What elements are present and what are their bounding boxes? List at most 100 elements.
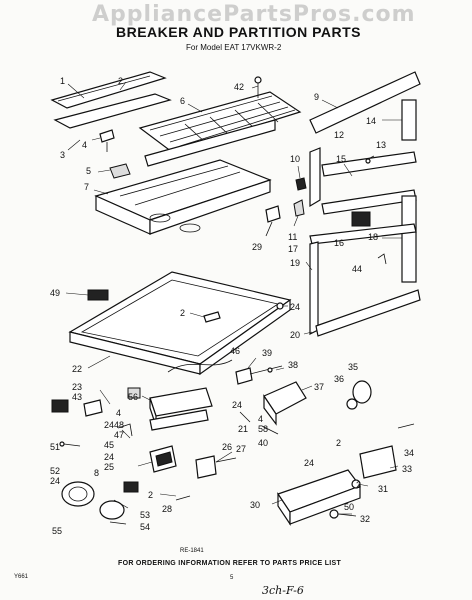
part-46-wire[interactable]	[167, 359, 233, 373]
callout-42: 42	[234, 82, 244, 92]
callout-8: 8	[94, 468, 99, 478]
part-52-dial-ring[interactable]	[61, 481, 95, 507]
callout-49: 49	[50, 288, 60, 298]
part-16-thermostat[interactable]	[351, 211, 371, 227]
part-18-right-frame[interactable]	[401, 195, 417, 283]
part-5-block[interactable]	[109, 163, 131, 179]
part-2-screw-shelf[interactable]	[203, 311, 221, 323]
part-13-screw[interactable]	[365, 155, 375, 164]
callout-43: 43	[72, 392, 82, 402]
part-1-breaker-strip[interactable]	[50, 71, 172, 129]
part-53-knob[interactable]	[99, 500, 125, 520]
callout-14: 14	[366, 116, 376, 126]
callout-34: 34	[404, 448, 414, 458]
callout-48: 48	[114, 420, 124, 430]
part-44-screw[interactable]	[377, 253, 387, 265]
part-47-tray[interactable]	[149, 409, 209, 431]
part-21-screw[interactable]	[239, 411, 251, 423]
part-3-4-clip[interactable]	[99, 129, 115, 152]
callout-54: 54	[140, 522, 150, 532]
callout-46: 46	[230, 346, 240, 356]
callout-10: 10	[290, 154, 300, 164]
callout-38: 38	[288, 360, 298, 370]
part-34-screw[interactable]	[397, 423, 415, 429]
part-11-bracket[interactable]	[293, 199, 305, 217]
callout-21: 21	[238, 424, 248, 434]
part-43-bracket[interactable]	[83, 399, 103, 417]
callout-44: 44	[352, 264, 362, 274]
part-12-left-rail[interactable]	[309, 147, 321, 208]
callout-23: 23	[72, 382, 82, 392]
callout-20: 20	[290, 330, 300, 340]
part-19-lower-frame[interactable]	[309, 223, 421, 337]
callout-29: 29	[252, 242, 262, 252]
part-8-knob-insert[interactable]	[123, 481, 139, 493]
part-33-cover[interactable]	[359, 445, 397, 479]
callout-58: 58	[258, 424, 268, 434]
callout-11: 11	[288, 232, 297, 242]
page-title: BREAKER AND PARTITION PARTS	[116, 24, 362, 40]
part-31-knob[interactable]	[351, 479, 361, 489]
part-9-top-frame[interactable]	[309, 71, 421, 134]
callout-47: 47	[114, 430, 124, 440]
callout-37: 37	[314, 382, 324, 392]
part-26-switch[interactable]	[195, 455, 217, 479]
callout-51: 51	[50, 442, 60, 452]
part-6-partition-grille[interactable]	[138, 91, 302, 167]
callout-15: 15	[336, 154, 346, 164]
part-35-bulb[interactable]	[352, 380, 372, 404]
leader-lines	[65, 81, 402, 515]
part-42-screw[interactable]	[254, 76, 262, 98]
diagram-code: RE-1841	[180, 548, 204, 554]
callout-24-shelf: 24	[290, 302, 300, 312]
part-7-divider-base[interactable]	[94, 159, 272, 235]
callout-4-mid: 4	[116, 408, 121, 418]
callout-53: 53	[140, 510, 150, 520]
callout-13: 13	[376, 140, 386, 150]
ordering-note: FOR ORDERING INFORMATION REFER TO PARTS …	[118, 560, 342, 567]
part-54-screw[interactable]	[109, 521, 127, 525]
part-51-screw[interactable]	[59, 441, 81, 447]
callout-24-mid: 24	[232, 400, 242, 410]
part-29-switch[interactable]	[265, 205, 281, 237]
part-30-control-box[interactable]	[277, 469, 361, 526]
callout-5: 5	[86, 166, 91, 176]
callout-22: 22	[72, 364, 82, 374]
small-code: Y661	[14, 574, 29, 580]
callout-24-left: 24	[104, 420, 114, 430]
part-27-wire[interactable]	[215, 457, 237, 463]
part-39-socket[interactable]	[235, 367, 253, 385]
callout-2-low: 2	[148, 490, 153, 500]
callout-4-right: 4	[258, 414, 263, 424]
callout-16: 16	[334, 238, 344, 248]
part-38-wire-harness[interactable]	[249, 365, 283, 375]
callout-3: 3	[60, 150, 65, 160]
part-45-bracket[interactable]	[117, 423, 133, 437]
part-22-shelf-frame[interactable]	[68, 271, 292, 376]
part-37-lamp-housing[interactable]	[263, 381, 307, 426]
page-mark: 5	[230, 575, 234, 581]
part-23-switch[interactable]	[51, 399, 69, 413]
part-28-screw[interactable]	[175, 495, 191, 501]
part-56-block[interactable]	[127, 387, 141, 399]
callout-55: 55	[52, 526, 62, 536]
callout-50: 50	[344, 502, 354, 512]
callout-2: 2	[118, 76, 123, 86]
callout-2-shelf: 2	[180, 308, 185, 318]
part-10-latch[interactable]	[295, 177, 307, 191]
watermark-text: AppliancePartsPros.com	[92, 2, 416, 27]
callout-24-damper: 24	[104, 452, 114, 462]
part-40-screw[interactable]	[261, 425, 279, 435]
callout-39: 39	[262, 348, 272, 358]
callout-31: 31	[378, 484, 388, 494]
part-14-side-rail[interactable]	[401, 99, 417, 141]
part-36-bulb-base[interactable]	[346, 398, 358, 410]
callout-labels: 1 2 3 4 5 6 7 42 9 12 13 14 10 15 11 29 …	[50, 76, 414, 536]
part-49-block[interactable]	[87, 289, 109, 301]
callout-28: 28	[162, 504, 172, 514]
callout-12: 12	[334, 130, 344, 140]
part-25-damper[interactable]	[149, 445, 177, 473]
callout-2-box: 2	[356, 480, 361, 490]
